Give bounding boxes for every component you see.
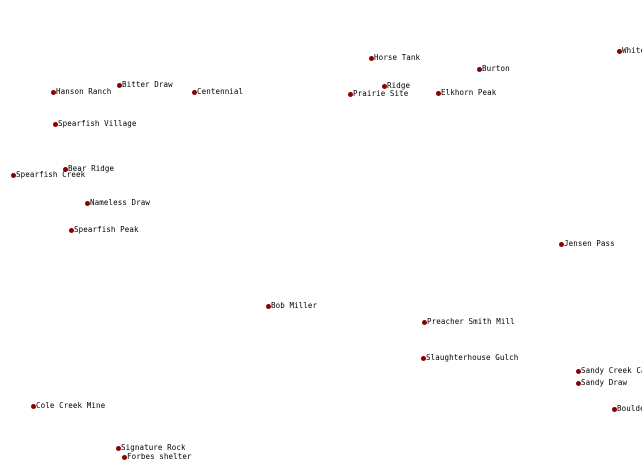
place-marker-icon — [69, 228, 74, 233]
place-label: Hanson Ranch — [56, 87, 112, 96]
place-marker-icon — [116, 446, 121, 451]
place-label: Sandy Draw — [581, 378, 628, 387]
place-marker-icon — [85, 201, 90, 206]
place-label: White — [622, 46, 642, 55]
place-label: Centennial — [197, 87, 244, 96]
place-marker-icon — [31, 404, 36, 409]
place-label: Spearfish Creek — [16, 170, 86, 179]
place-label: Burton — [482, 64, 510, 73]
place-label: Signature Rock — [121, 443, 186, 452]
place-marker-icon — [612, 407, 617, 412]
place-label: Ridge — [387, 81, 411, 90]
place-marker-icon — [617, 49, 622, 54]
place-label: Bitter Draw — [122, 80, 173, 89]
place-marker-icon — [122, 455, 127, 460]
place-marker-icon — [436, 91, 441, 96]
place-label: Preacher Smith Mill — [427, 317, 515, 326]
place-label: Elkhorn Peak — [441, 88, 497, 97]
place-marker-icon — [192, 90, 197, 95]
place-label: Jensen Pass — [564, 239, 615, 248]
place-marker-icon — [382, 84, 387, 89]
place-marker-icon — [53, 122, 58, 127]
place-label: Bear Ridge — [68, 164, 115, 173]
place-marker-icon — [348, 92, 353, 97]
place-marker-icon — [559, 242, 564, 247]
place-label: Sandy Creek Cav — [581, 366, 642, 375]
place-marker-icon — [576, 369, 581, 374]
place-label: Bob Miller — [271, 301, 318, 310]
place-marker-icon — [422, 320, 427, 325]
place-marker-icon — [369, 56, 374, 61]
place-label: Prairie Site — [353, 89, 409, 98]
place-marker-icon — [51, 90, 56, 95]
place-marker-icon — [63, 167, 68, 172]
place-label: Slaughterhouse Gulch — [426, 353, 519, 362]
place-label: Nameless Draw — [90, 198, 150, 207]
place-marker-icon — [477, 67, 482, 72]
place-marker-icon — [11, 173, 16, 178]
place-label: Cole Creek Mine — [36, 401, 106, 410]
place-label: Spearfish Village — [58, 119, 137, 128]
place-marker-icon — [266, 304, 271, 309]
place-marker-icon — [576, 381, 581, 386]
place-label: Horse Tank — [374, 53, 421, 62]
place-label: Forbes shelter — [127, 452, 192, 461]
place-label: Spearfish Peak — [74, 225, 139, 234]
place-marker-icon — [117, 83, 122, 88]
place-label: Boulde — [617, 404, 642, 413]
place-marker-icon — [421, 356, 426, 361]
